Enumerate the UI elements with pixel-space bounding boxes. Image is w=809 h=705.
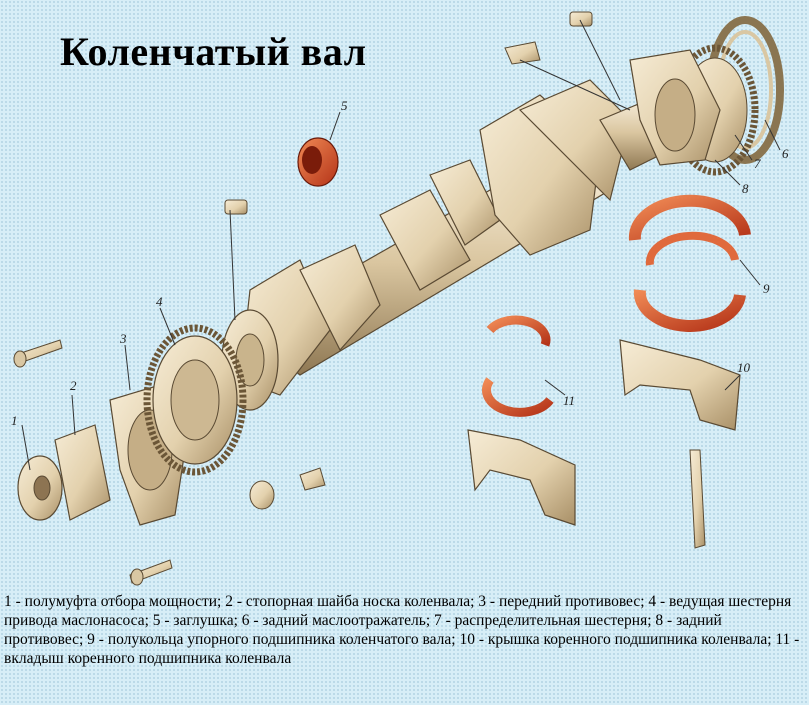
label-6: 6 <box>782 146 789 161</box>
pins-and-keys <box>224 11 593 510</box>
rear-counterweight-part <box>629 49 721 166</box>
label-10: 10 <box>737 360 751 375</box>
label-5: 5 <box>341 98 348 113</box>
bolts <box>13 339 706 586</box>
plug-part <box>297 137 339 187</box>
label-2: 2 <box>70 378 77 393</box>
diagram-title: Коленчатый вал <box>60 29 367 74</box>
lock-washer-part <box>54 424 111 521</box>
parts-legend-caption: 1 - полумуфта отбора мощности; 2 - стопо… <box>4 593 800 667</box>
label-3: 3 <box>119 331 127 346</box>
main-bearing-cap-part <box>619 339 741 431</box>
label-11: 11 <box>563 393 575 408</box>
oil-pump-gear-part <box>143 324 247 476</box>
thrust-half-rings-part <box>628 194 751 332</box>
leader-lines <box>21 19 781 471</box>
label-8: 8 <box>742 181 749 196</box>
label-4: 4 <box>156 294 163 309</box>
crankshaft-exploded-view: 1 2 3 4 5 6 7 8 9 10 11 <box>11 11 789 586</box>
label-7: 7 <box>754 156 761 171</box>
half-coupling-part <box>17 455 63 521</box>
lower-bearing-cap-part <box>467 429 576 526</box>
bearing-shells-part <box>481 315 554 417</box>
label-1: 1 <box>11 413 18 428</box>
crankshaft <box>221 79 691 411</box>
label-9: 9 <box>763 281 770 296</box>
